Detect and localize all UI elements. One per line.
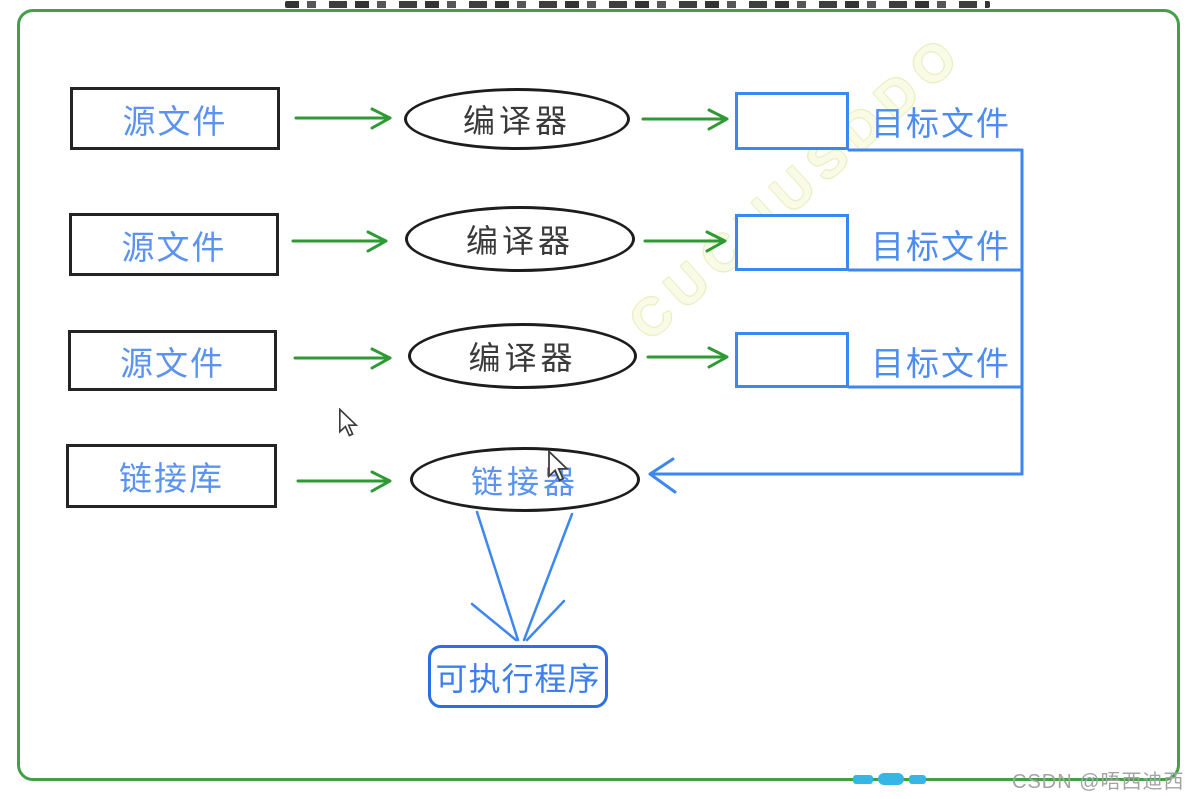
executable-label: 可执行程序: [435, 660, 601, 697]
compiler-ellipse-2: 编译器: [405, 206, 635, 272]
link-library-box: 链接库: [66, 444, 277, 508]
mouse-cursor-icon-2: [548, 450, 570, 482]
object-file-box-1: [735, 92, 849, 150]
cyan-fragment: [909, 775, 926, 784]
green-arrow-row1-left: [294, 107, 392, 130]
csdn-watermark: CSDN @唔西迪西: [1012, 771, 1185, 793]
green-arrow-row3-right: [646, 346, 729, 369]
green-arrow-row2-left: [291, 230, 388, 253]
compiler-label-1: 编译器: [462, 103, 571, 139]
object-files-to-linker-connector: [648, 148, 1024, 494]
green-arrow-row4-left: [296, 470, 392, 493]
executable-box: 可执行程序: [428, 645, 608, 708]
compiler-ellipse-3: 编译器: [408, 323, 637, 389]
cyan-fragment: [853, 775, 873, 784]
object-file-box-2: [735, 214, 849, 271]
source-file-label-2: 源文件: [121, 228, 227, 266]
diagonal-watermark: CUCUUSDDO: [618, 22, 976, 352]
source-file-box-3: 源文件: [68, 330, 277, 391]
object-file-box-3: [735, 332, 849, 388]
compiler-label-3: 编译器: [468, 340, 577, 376]
green-arrow-row1-right: [641, 108, 729, 131]
linker-ellipse: 链接器: [410, 447, 640, 512]
cyan-fragment: [878, 773, 904, 785]
object-file-label-1: 目标文件: [871, 105, 1011, 142]
mouse-cursor-icon: [339, 408, 359, 437]
left-arrowhead: [648, 457, 677, 494]
source-file-label-1: 源文件: [122, 102, 228, 140]
green-arrow-row3-left: [293, 347, 392, 370]
cropped-title-fragments: [285, 1, 990, 8]
compiler-ellipse-1: 编译器: [404, 88, 630, 150]
object-file-label-2: 目标文件: [871, 228, 1011, 265]
compiler-label-2: 编译器: [465, 223, 574, 259]
linker-to-executable-arrows: [470, 510, 574, 642]
link-library-label: 链接库: [119, 460, 224, 497]
source-file-box-2: 源文件: [69, 213, 279, 276]
object-file-label-3: 目标文件: [871, 345, 1011, 382]
source-file-label-3: 源文件: [120, 344, 225, 382]
source-file-box-1: 源文件: [70, 87, 280, 150]
